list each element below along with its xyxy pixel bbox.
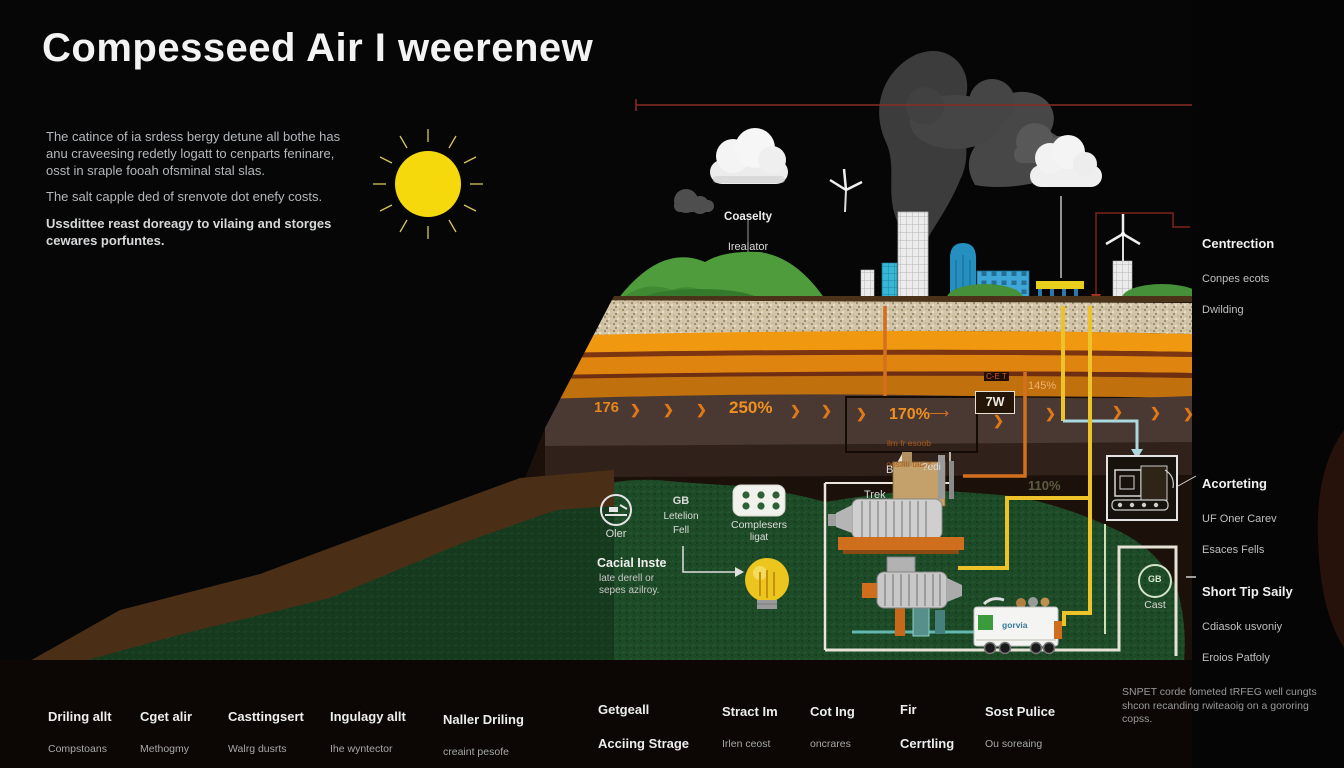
bottom-item-0: Driling allt Compstoans [48, 708, 112, 756]
cloud-label: Coaselty Irealator [724, 211, 772, 253]
flow-arrow-icon: ❯ [630, 402, 641, 417]
excavator-machine-box [1106, 455, 1197, 521]
bottom-item-5: Getgeall Acciing Strage fton prioliliy [598, 701, 690, 752]
flow-value-250: 250% [729, 398, 773, 417]
callout-construction: Centrection Conpes ecots Dwilding [1202, 236, 1275, 317]
ligat-label: ligat [749, 532, 769, 543]
wind-turbine-free [829, 168, 863, 213]
flow-arrow-icon: ❯ [1112, 404, 1123, 419]
white-cloud-right [1030, 135, 1102, 187]
dots-panel-icon [732, 484, 786, 517]
cast-label: Cast [1144, 599, 1166, 611]
pipe-yellow-a [958, 306, 1092, 570]
sun-icon [373, 129, 483, 239]
flow-arrow-icon: ❯ [856, 406, 867, 421]
service-truck [973, 597, 1062, 655]
bottom-item-2: Casttingsert Walrg dusrts [228, 708, 304, 756]
intro-paragraph-1: The catince of ia srdess bergy detune al… [46, 129, 341, 179]
complesers-label: Complesers [730, 519, 788, 531]
pipe-teal [1063, 419, 1139, 449]
flow-170-caption: ilm fr esoob oosiliti tadra [886, 437, 932, 469]
cacial-title: Cacial Inste [597, 556, 667, 570]
white-cloud-center [710, 128, 788, 184]
callout-accounting: Acorteting UF Oner Carev Esaces Fells [1202, 476, 1277, 557]
bottom-item-8: Fir Cerrtling Cervuelems [900, 701, 955, 752]
page-title: Compesseed Air I weerenew [42, 26, 594, 70]
pipe-yellow-a2 [1062, 498, 1092, 626]
compressor-turbine-2 [862, 556, 962, 609]
flow-long-arrow-icon: ⟶ [929, 405, 950, 421]
trek-label: Trek [864, 489, 886, 501]
pipe-orange-c [963, 372, 1027, 478]
bottom-item-9: Sost Pulice Ou soreaing or becbly [985, 703, 1056, 751]
cast-circle-icon [1138, 564, 1196, 598]
fell-to-bulb-arrow [682, 546, 735, 573]
right-strip [1192, 0, 1344, 768]
compressor-turbine-1 [828, 452, 964, 554]
left-slope [28, 470, 614, 662]
gauge-icon [600, 494, 632, 526]
flow-value-110: 110% [1028, 478, 1061, 493]
flow-value-145: 145% [1028, 380, 1057, 392]
flow-arrow-icon: ❯ [993, 413, 1004, 428]
flow-value-176: 176 [594, 399, 620, 416]
cast-icon-label: GB [1148, 574, 1162, 584]
bottom-item-6: Stract Im Irlen ceost compessbyg [722, 703, 778, 751]
intro-paragraph-3: Ussdittee reast doreagy to vilaing and s… [46, 216, 332, 249]
flow-arrow-icon: ❯ [1183, 406, 1194, 421]
cacial-line2: sepes azilroy. [599, 585, 660, 596]
bottom-strip [0, 660, 1344, 768]
flow-ce-tag: C-E T [984, 372, 1009, 381]
bottom-item-4: Naller Driling creaint pesofe ling eflol… [443, 711, 524, 759]
bottom-item-3: Ingulagy allt Ihe wyntector [330, 708, 406, 756]
flow-arrow-icon: ❯ [696, 402, 707, 417]
fell-label: Fell [672, 525, 690, 536]
far-right-dirt [1317, 430, 1344, 648]
callout-short-tip: Short Tip Saily Cdiasok usvoniy Eroios P… [1202, 584, 1293, 665]
flow-arrow-icon: ❯ [1045, 406, 1056, 421]
truck-brand-label: gorvia [1002, 620, 1028, 630]
flow-value-170: 170% [889, 406, 930, 423]
edi-label: ?edi [922, 462, 941, 473]
bottom-item-7: Cot Ing oncrares Compesore [810, 703, 855, 751]
tower-big-white [897, 211, 929, 309]
flow-arrow-icon: ❯ [663, 402, 674, 417]
lightbulb-icon [745, 558, 789, 609]
flow-arrow-icon: ❯ [790, 403, 801, 418]
b-label: B [886, 464, 894, 476]
flow-arrow-icon: ❯ [1150, 405, 1161, 420]
flow-7w-box: 7W [975, 391, 1015, 414]
oler-label: Oler [605, 528, 627, 540]
gb-label: GB [672, 495, 690, 507]
bottom-item-1: Cget alir Methogmy [140, 708, 193, 756]
cacial-line1: late derell or [599, 573, 655, 584]
pipe-white-big [825, 545, 1178, 656]
letelion-label: Letelion [663, 511, 699, 522]
intro-paragraph-2: The salt capple ded of srenvote dot enef… [46, 189, 323, 204]
bottom-note: SNPET corde fometed tRFEG well cungts sh… [1122, 686, 1317, 726]
flow-arrow-icon: ❯ [821, 403, 832, 418]
